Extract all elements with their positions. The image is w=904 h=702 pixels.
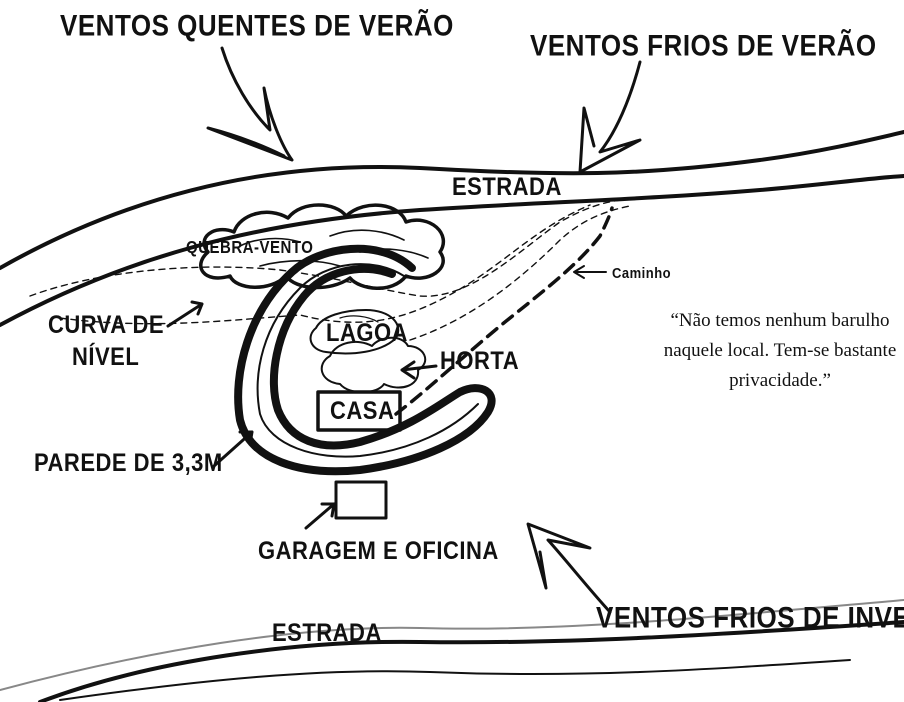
contour-line-c <box>409 205 631 341</box>
road-top-edge-lower <box>0 174 904 327</box>
garden-arrow <box>400 360 438 380</box>
pond-label: Lagoa <box>326 318 408 347</box>
windbreak-label: Quebra-Vento <box>186 238 314 258</box>
wall-c-shape <box>234 244 496 476</box>
garage-label: Garagem e Oficina <box>258 536 499 565</box>
garage-outline <box>334 480 388 520</box>
house-label: Casa <box>330 396 395 425</box>
privacy-quote: “Não temos nenhum barulho naquele local.… <box>663 310 897 391</box>
road-top-edge-upper <box>0 130 904 270</box>
summer-warm-winds-label: Ventos Quentes de Verão <box>60 8 454 43</box>
warm-wind-arrow <box>206 46 294 162</box>
garden-label: Horta <box>440 346 520 375</box>
contour-line-a <box>29 197 641 297</box>
path-label: Caminho <box>612 264 672 282</box>
garage-arrow <box>304 502 336 530</box>
road-top-label: Estrada <box>452 172 562 201</box>
contour-label-line-2: Nível <box>72 342 140 371</box>
walking-path <box>394 206 614 416</box>
contour-label-line-1: Curva de <box>48 310 165 339</box>
summer-cool-winds-label: Ventos Frios de Verão <box>530 28 877 63</box>
path-arrow <box>573 265 607 279</box>
road-bottom-edge-bottom <box>59 659 851 701</box>
house-outline <box>316 390 402 432</box>
wall-arrow <box>212 430 254 468</box>
contour-arrow <box>166 300 204 328</box>
garden-bushes <box>320 336 427 394</box>
wall-label: Parede de 3,3m <box>34 448 223 477</box>
winter-wind-arrow <box>526 522 612 614</box>
road-bottom-label: Estrada <box>272 618 382 647</box>
road-bottom-edge-lower <box>0 599 904 691</box>
road-bottom-edge-upper <box>38 620 904 702</box>
windbreak-trees <box>199 203 446 290</box>
winter-cold-winds-label: Ventos Frios de Inverno <box>596 600 904 635</box>
cool-summer-wind-arrow <box>578 60 642 174</box>
